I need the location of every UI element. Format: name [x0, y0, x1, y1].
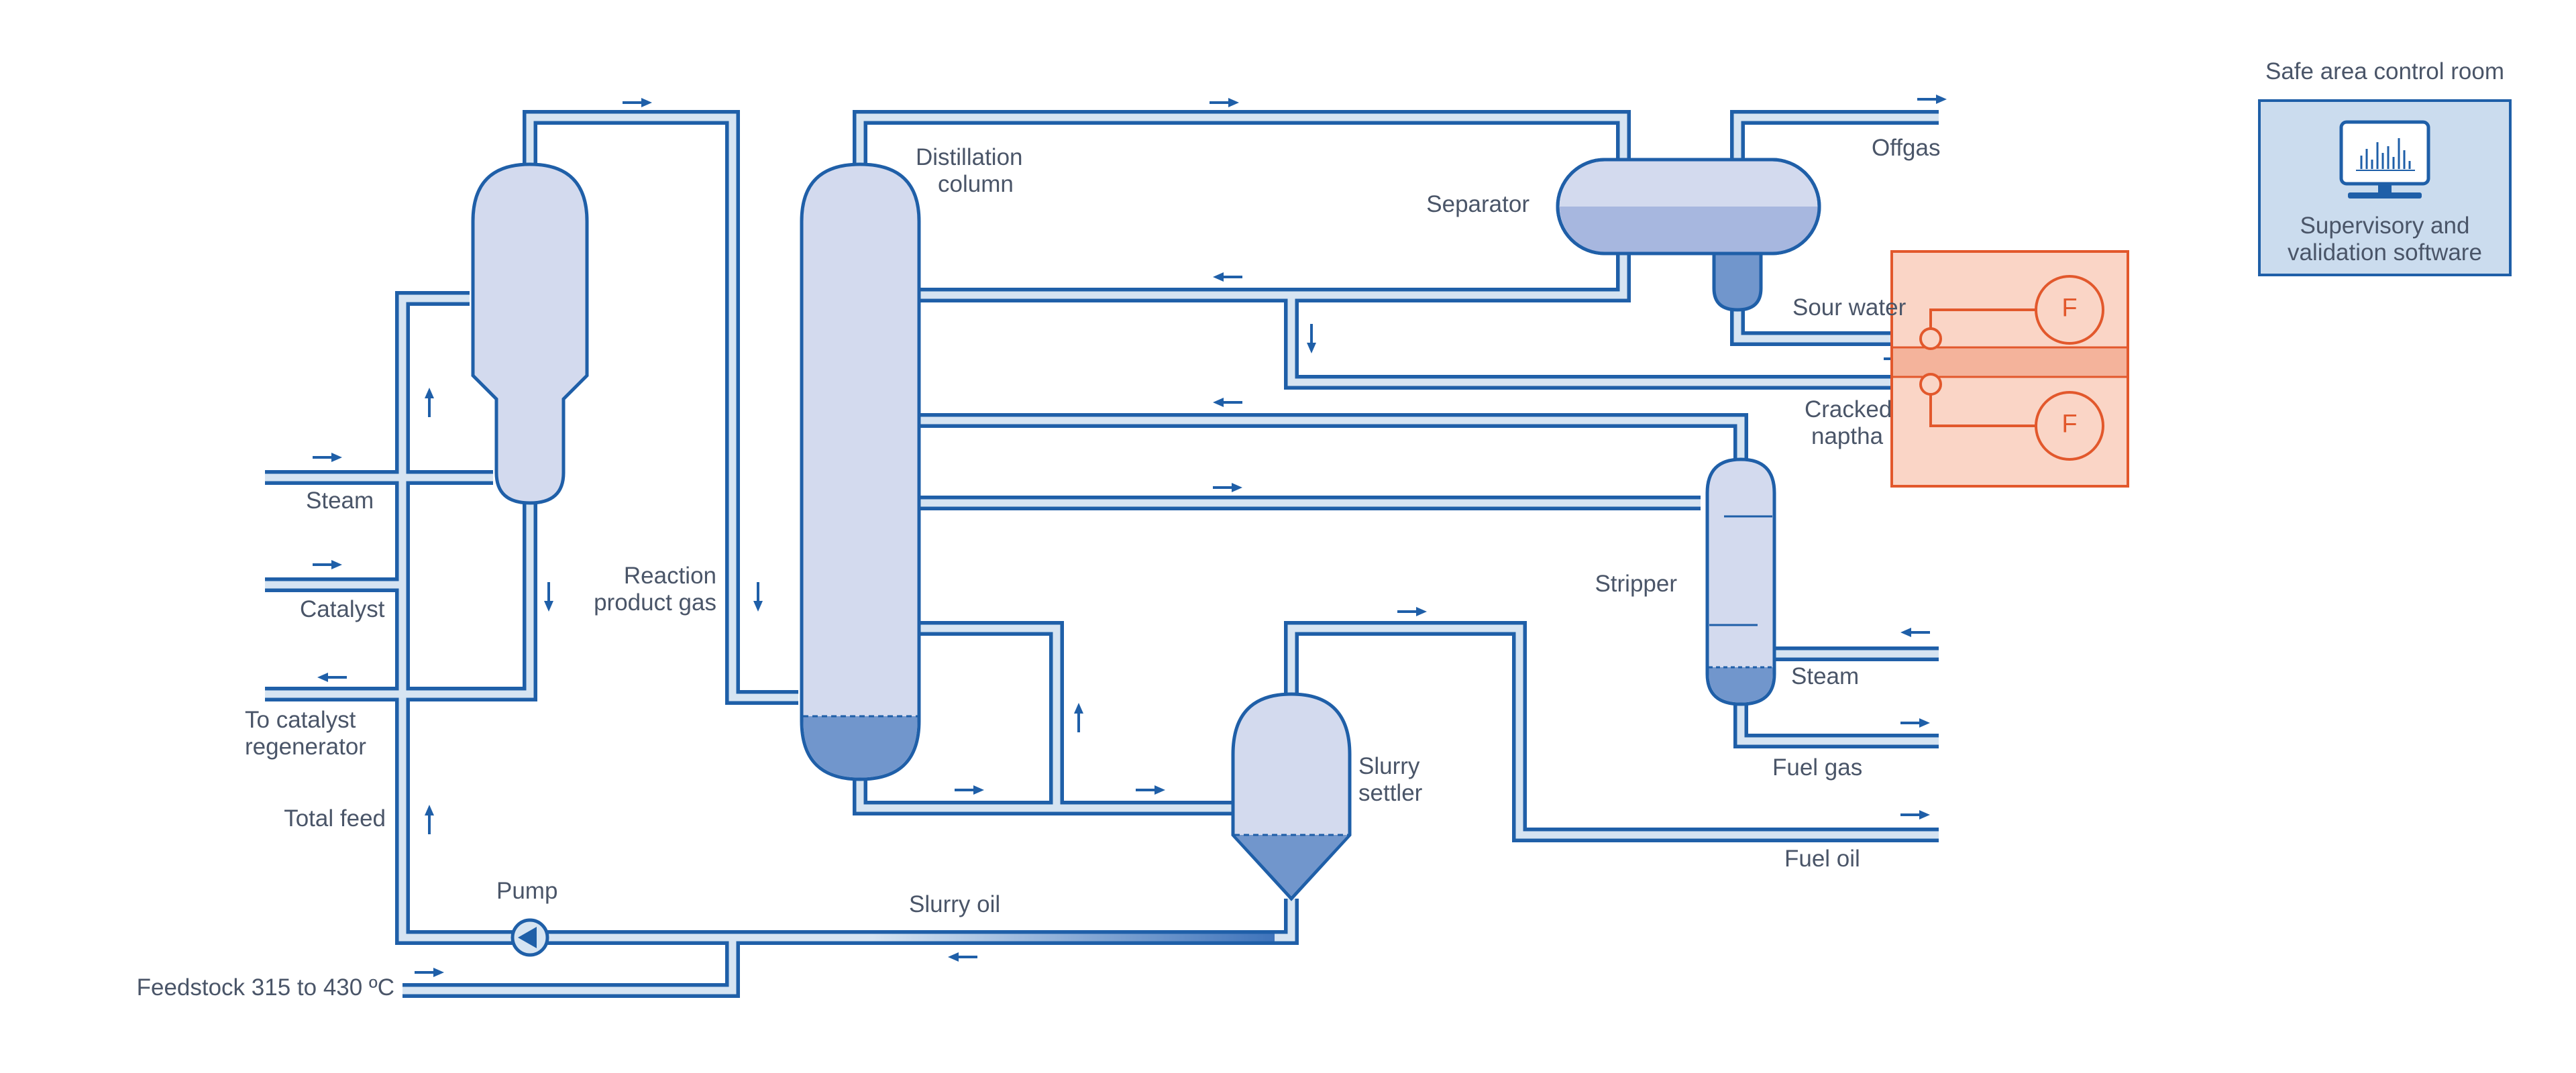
label-stripper: Stripper [1595, 571, 1677, 597]
flow-arrow-icon [955, 785, 984, 795]
control-room-software-line1: Supervisory and [2300, 213, 2470, 239]
label-reaction-product-gas-line2: product gas [594, 589, 716, 616]
flow-arrow-icon [1900, 718, 1930, 728]
label-reaction-product-gas-line1: Reaction [624, 563, 716, 589]
flow-meter-symbol: F [2061, 410, 2077, 438]
flow-arrow-icon [1307, 324, 1316, 353]
distillation-column [800, 162, 921, 781]
diagram-labels: Distillation column Separator Offgas Sou… [137, 135, 1941, 1001]
flow-meter-symbol: F [2061, 294, 2077, 322]
flow-arrow-icon [313, 453, 342, 462]
flow-arrow-icon [1213, 272, 1242, 282]
control-room-software-line2: validation software [2288, 239, 2482, 266]
flow-arrow-icon [313, 560, 342, 569]
flow-arrow-icon [1917, 95, 1947, 104]
label-fuel-gas: Fuel gas [1772, 754, 1862, 781]
flow-arrow-icon [623, 98, 652, 107]
label-sour-water: Sour water [1792, 294, 1907, 321]
flow-arrow-icon [544, 582, 553, 612]
label-catalyst: Catalyst [300, 596, 385, 622]
label-catalyst-regenerator-line1: To catalyst [245, 707, 356, 733]
flow-arrow-icon [425, 805, 434, 834]
flow-arrow-icon [1900, 810, 1930, 820]
flow-arrow-icon [1213, 398, 1242, 407]
flow-meter-top: F [2035, 275, 2104, 345]
flow-arrow-icon [415, 968, 444, 977]
monitor-icon [2339, 120, 2430, 199]
control-room-title: Safe area control room [2265, 58, 2504, 84]
flow-arrow-icon [1136, 785, 1165, 795]
label-fuel-oil: Fuel oil [1784, 846, 1860, 872]
separator-drum [1556, 158, 1821, 312]
flow-meter-bottom: F [2035, 391, 2104, 461]
label-cracked-naptha-line2: naptha [1811, 423, 1884, 449]
label-steam-reactor: Steam [306, 488, 374, 514]
slurry-pump [511, 918, 549, 957]
label-distillation-column-line2: column [938, 171, 1014, 197]
flow-arrow-icon [1900, 628, 1930, 637]
label-slurry-settler-line1: Slurry [1358, 753, 1420, 779]
label-pump: Pump [496, 878, 557, 904]
label-total-feed: Total feed [284, 805, 386, 832]
label-steam-stripper: Steam [1791, 663, 1859, 689]
reactor-vessel [471, 162, 589, 505]
label-slurry-settler-line2: settler [1358, 780, 1423, 806]
flow-arrow-icon [1074, 703, 1083, 732]
pipe-network-inner [265, 113, 1939, 995]
flow-arrow-icon [1397, 607, 1427, 616]
label-cracked-naptha-line1: Cracked [1805, 396, 1892, 422]
flow-arrow-icon [948, 952, 977, 962]
flow-arrow-icon [425, 388, 434, 417]
flow-arrow-icon [1210, 98, 1239, 107]
label-catalyst-regenerator-line2: regenerator [245, 734, 366, 760]
label-separator: Separator [1426, 191, 1529, 217]
label-feedstock: Feedstock 315 to 430 ºC [137, 974, 394, 1001]
slurry-settler [1231, 692, 1352, 901]
label-slurry-oil: Slurry oil [909, 891, 1000, 917]
control-room-box: Safe area control room Supervisory and [2258, 58, 2512, 276]
flow-arrow-icon [753, 582, 763, 612]
stripper-vessel [1705, 457, 1776, 706]
flow-arrow-icon [1213, 483, 1242, 492]
flow-arrow-icon [317, 673, 347, 682]
label-offgas: Offgas [1872, 135, 1940, 161]
label-distillation-column-line1: Distillation [916, 144, 1023, 170]
flow-meter-panel: F F [1890, 250, 2129, 488]
